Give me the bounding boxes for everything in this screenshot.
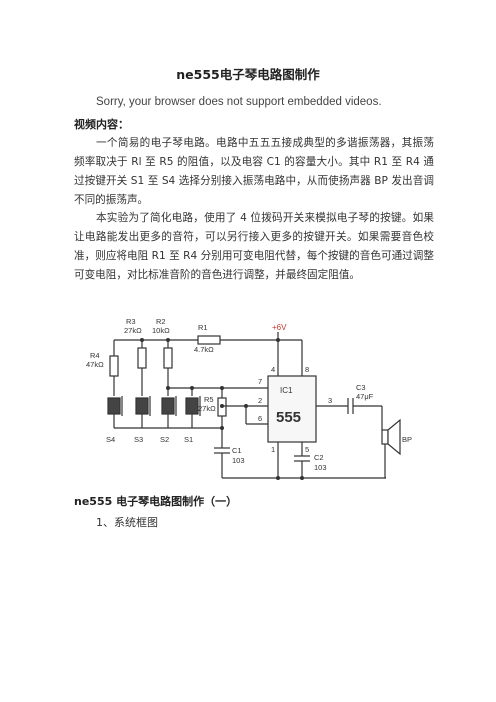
- c1-value: 103: [232, 456, 245, 465]
- c1-name: C1: [232, 446, 242, 455]
- c3-value: 47μF: [356, 392, 374, 401]
- r5-name: R5: [204, 395, 214, 404]
- r1-name: R1: [198, 323, 208, 332]
- c2-value: 103: [314, 463, 327, 472]
- r3-name: R3: [126, 318, 136, 326]
- circuit-schematic: +6V R1 4.7kΩ R2 10kΩ R3 27kΩ R4 47kΩ R5 …: [86, 318, 412, 480]
- pin-label: 4: [271, 365, 275, 374]
- ic-name: IC1: [280, 386, 293, 395]
- supply-label: +6V: [272, 323, 287, 332]
- page-title: ne555电子琴电路图制作: [176, 67, 320, 82]
- video-content-heading: 视频内容：: [74, 118, 129, 131]
- switch-label: S1: [184, 435, 193, 444]
- video-unsupported-note: Sorry, your browser does not support emb…: [96, 96, 382, 108]
- pin-label: 2: [258, 396, 262, 405]
- c2-name: C2: [314, 453, 324, 462]
- paragraph-circuit-description: 一个简易的电子琴电路。电路中五五五接成典型的多谐振荡器，其振荡频率取决于 Rl …: [74, 137, 434, 206]
- pin-label: 3: [328, 396, 332, 405]
- r4-name: R4: [90, 351, 100, 360]
- pin-label: 8: [305, 365, 309, 374]
- r2-name: R2: [156, 318, 166, 326]
- section-subheading: ne555 电子琴电路图制作（一）: [74, 495, 238, 508]
- pin-label: 7: [258, 377, 262, 386]
- pin-label: 1: [271, 445, 275, 454]
- switch-label: S3: [134, 435, 143, 444]
- r5-value: 27kΩ: [198, 404, 216, 413]
- r1-value: 4.7kΩ: [194, 345, 214, 354]
- list-item-system-diagram: 1、系统框图: [96, 516, 158, 529]
- r2-value: 10kΩ: [152, 326, 170, 335]
- speaker-label: BP: [402, 435, 412, 444]
- r3-value: 27kΩ: [124, 326, 142, 335]
- c3-name: C3: [356, 383, 366, 392]
- pin-label: 5: [305, 445, 309, 454]
- switch-label: S4: [106, 435, 115, 444]
- pin-label: 6: [258, 414, 262, 423]
- ic-part: 555: [276, 409, 301, 426]
- switch-label: S2: [160, 435, 169, 444]
- r4-value: 47kΩ: [86, 360, 104, 369]
- paragraph-experiment-notes: 本实验为了简化电路，使用了 4 位拨码开关来模拟电子琴的按键。如果让电路能发出更…: [74, 212, 434, 281]
